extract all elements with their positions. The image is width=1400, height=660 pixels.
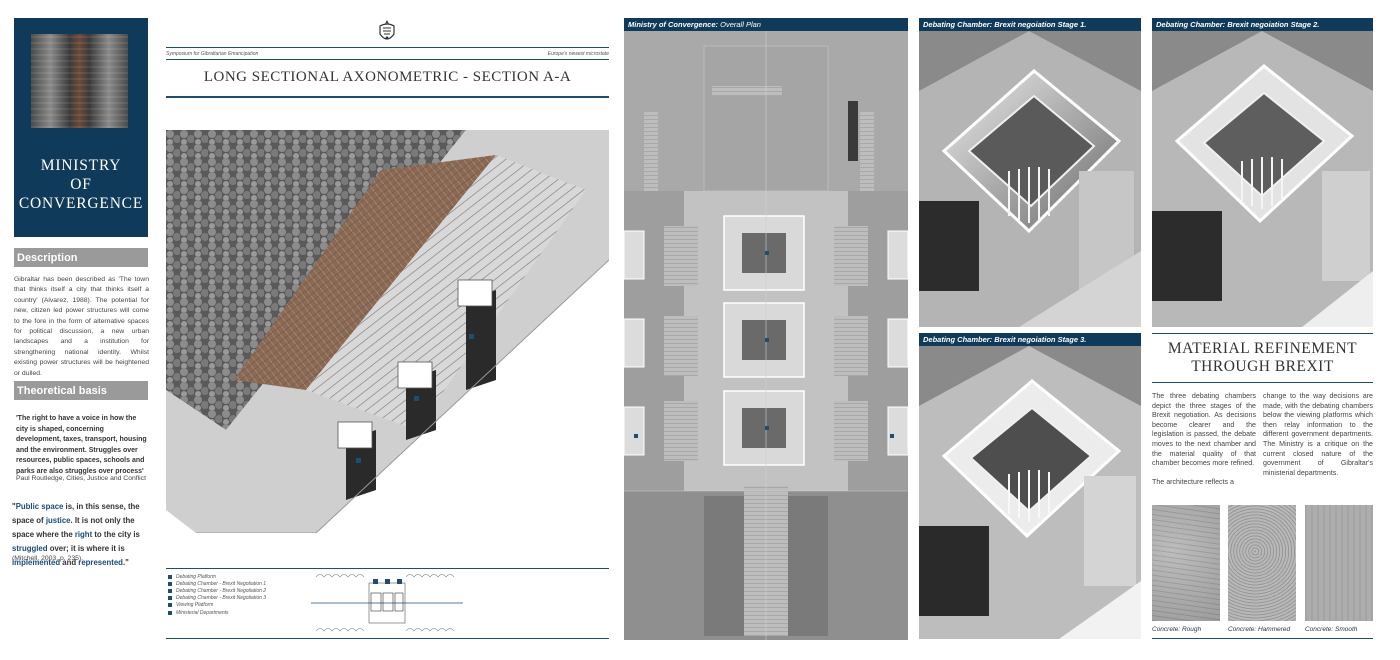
microstate-label: Europe's newest microstate <box>547 51 609 57</box>
material-text-column: The three debating chambers depict the t… <box>1152 392 1256 487</box>
quote-highlight: struggled <box>12 544 48 553</box>
quote-text: is, in this sense, the space of <box>12 502 140 525</box>
footer-rule <box>166 638 609 639</box>
material-rule <box>1152 638 1373 639</box>
legend-item: Debating Chamber - Brexit Negotiation 1 <box>168 580 266 587</box>
quote-text: " <box>12 502 16 511</box>
material-paragraph: The architecture reflects a <box>1152 477 1235 486</box>
legend-item: Debating Chamber - Brexit Negotiation 3 <box>168 595 266 602</box>
legend-item: Debating Platform <box>168 573 266 580</box>
quote-text: over; it is where it is <box>47 544 125 553</box>
legend-label: Viewing Platform <box>176 602 214 609</box>
chamber-stage1-render <box>919 31 1141 327</box>
routledge-citation: Paul Routledge, Cities, Justice and Conf… <box>16 475 146 482</box>
legend-item: Ministerial Departments <box>168 609 266 616</box>
coat-of-arms-icon <box>379 20 395 40</box>
legend-label: Debating Chamber - Brexit Negotiation 3 <box>176 595 267 602</box>
legend-item: Debating Chamber - Brexit Negotiation 2 <box>168 587 266 594</box>
concrete-smooth-swatch <box>1305 505 1373 621</box>
theory-heading: Theoretical basis <box>14 381 148 400</box>
chamber-stage3-render <box>919 346 1141 639</box>
swatch-label: Concrete: Hammered <box>1228 626 1291 633</box>
cover-title-line: OF <box>70 176 92 193</box>
quote-highlight: Public space <box>15 502 64 511</box>
section-title: LONG SECTIONAL AXONOMETRIC - SECTION A-A <box>203 69 572 85</box>
routledge-quote: 'The right to have a voice in how the ci… <box>16 415 147 475</box>
legend-marker <box>168 574 172 579</box>
cover-title-line: CONVERGENCE <box>18 195 144 212</box>
chamber-stage1-tab: Debating Chamber: Brexit negoiation Stag… <box>919 18 1141 31</box>
sectional-axonometric-drawing <box>166 130 609 533</box>
legend-label: Debating Chamber - Brexit Negotiation 1 <box>176 580 267 587</box>
legend-label: Debating Chamber - Brexit Negotiation 2 <box>176 587 267 594</box>
quote-text: . It is not only the space where the <box>12 516 135 539</box>
legend-item: Viewing Platform <box>168 602 266 609</box>
plan-tab-bold: Ministry of Convergence: <box>628 20 719 29</box>
cover-aerial-image <box>31 34 128 128</box>
material-paragraph: The three debating chambers depict the t… <box>1152 392 1256 468</box>
material-rule <box>1152 333 1373 334</box>
material-title: MATERIAL REFINEMENT THROUGH BREXIT <box>1152 340 1373 376</box>
quote-text: to the city is <box>92 530 140 539</box>
mitchell-quote: "Public space is, in this sense, the spa… <box>12 500 152 570</box>
material-text-column: change to the way decisions are made, wi… <box>1263 392 1373 477</box>
header-rule <box>166 96 609 98</box>
legend-marker <box>168 581 172 586</box>
drawing-legend: Debating Platform Debating Chamber - Bre… <box>168 573 266 616</box>
footer-rule <box>166 568 609 569</box>
mitchell-citation: (Mitchell, 2003, p. 235). <box>12 555 84 562</box>
plan-panel-tab: Ministry of Convergence: Overall Plan <box>624 18 908 31</box>
key-plan-diagram <box>311 574 463 632</box>
legend-label: Ministerial Departments <box>176 609 229 616</box>
cover-title: MINISTRY OF CONVERGENCE <box>14 156 148 213</box>
swatch-label: Concrete: Rough <box>1152 626 1202 633</box>
quote-text: ." <box>122 558 129 567</box>
quote-text: and <box>60 558 79 567</box>
symposium-label: Symposium for Gibraltarian Emancipation <box>166 51 259 57</box>
material-rule <box>1152 382 1373 383</box>
quote-highlight: represented <box>78 558 123 567</box>
legend-marker <box>168 610 172 615</box>
legend-marker <box>168 588 172 593</box>
quote-highlight: justice <box>45 516 71 525</box>
quote-highlight: right <box>74 530 93 539</box>
quote-highlight: implemented <box>12 558 61 567</box>
header-rule <box>166 59 609 60</box>
material-title-line: MATERIAL REFINEMENT <box>1167 340 1358 357</box>
chamber-stage3-tab: Debating Chamber: Brexit negoiation Stag… <box>919 333 1141 346</box>
chamber-stage2-render <box>1152 31 1373 327</box>
swatch-label: Concrete: Smooth <box>1305 626 1358 633</box>
header-rule <box>166 47 609 48</box>
chamber-stage2-tab: Debating Chamber: Brexit negoiation Stag… <box>1152 18 1373 31</box>
concrete-rough-swatch <box>1152 505 1220 621</box>
cover-title-line: MINISTRY <box>40 157 122 174</box>
overall-plan-drawing <box>624 31 908 640</box>
plan-tab-normal: Overall Plan <box>720 20 761 29</box>
concrete-hammered-swatch <box>1228 505 1296 621</box>
legend-marker <box>168 603 172 608</box>
cover-panel: MINISTRY OF CONVERGENCE <box>14 18 148 237</box>
description-body: Gibraltar has been described as 'The tow… <box>14 276 149 377</box>
description-heading: Description <box>14 248 148 267</box>
material-title-line: THROUGH BREXIT <box>1191 358 1334 375</box>
legend-label: Debating Platform <box>176 573 217 580</box>
legend-marker <box>168 596 172 601</box>
